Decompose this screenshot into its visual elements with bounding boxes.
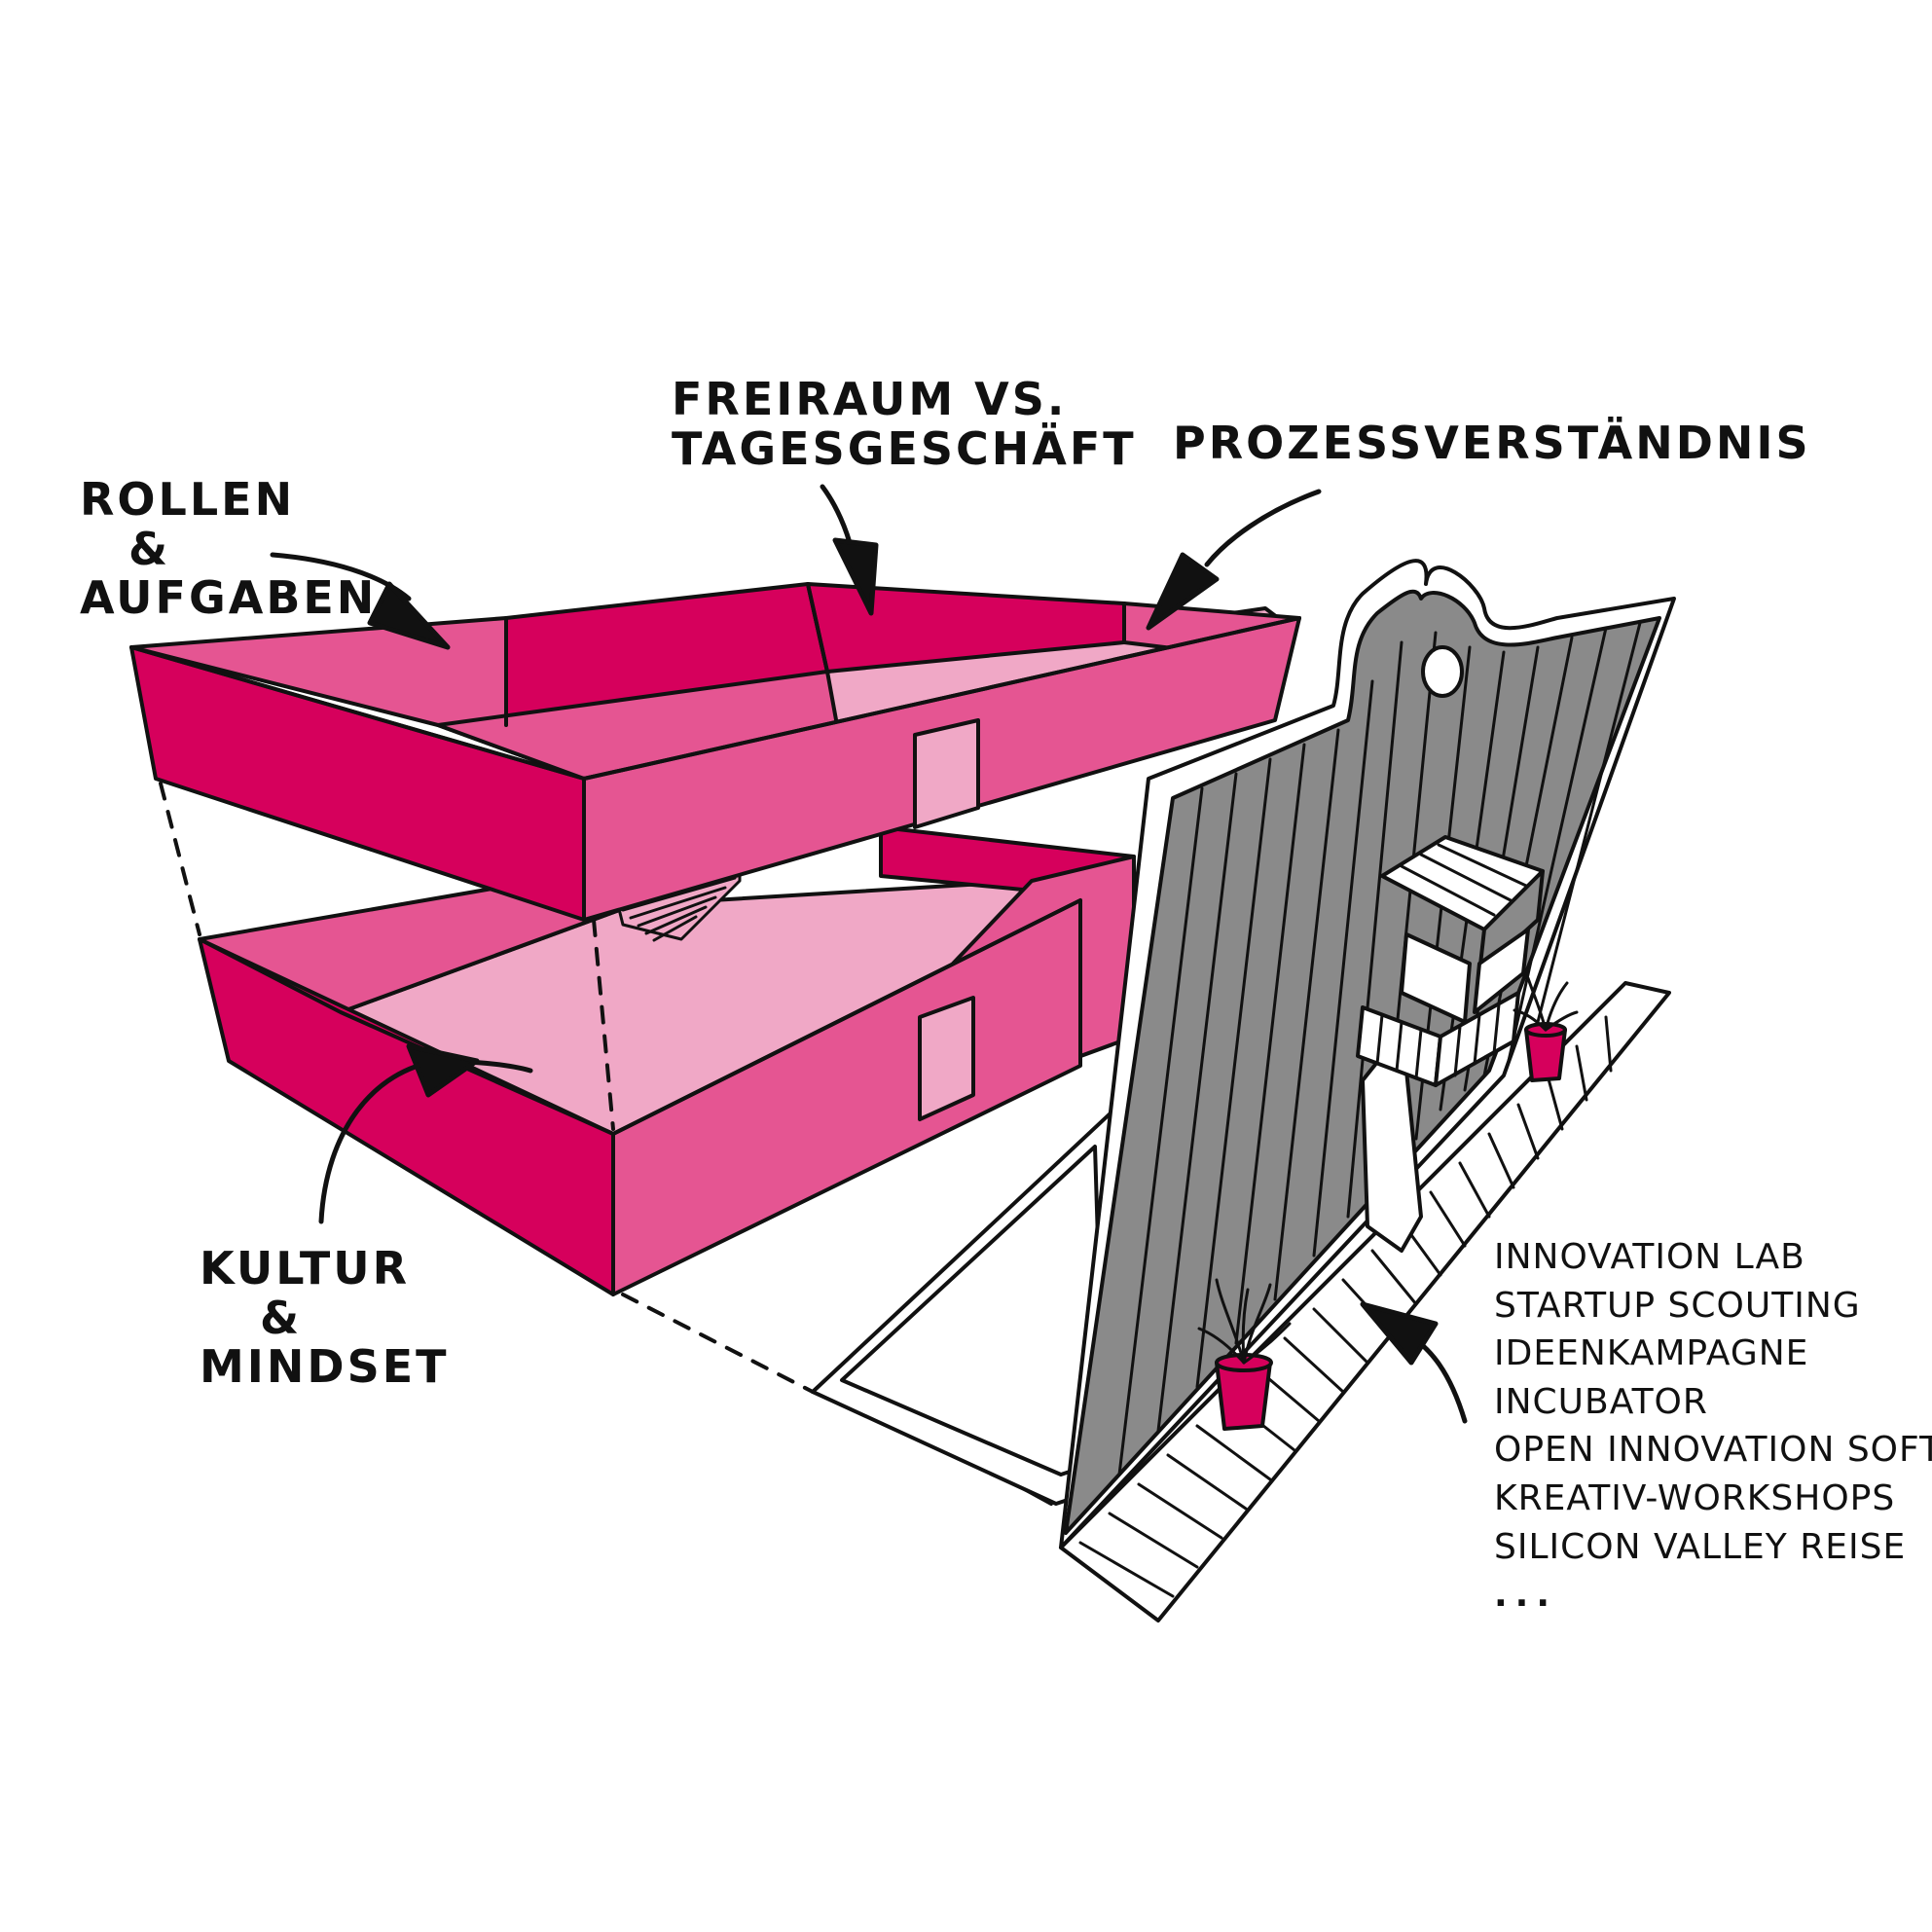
potted-plant-icon bbox=[1197, 1278, 1292, 1431]
list-item: Silicon Valley Reise bbox=[1494, 1526, 1907, 1567]
label-prozessverstaendnis: Prozessverständnis bbox=[1173, 417, 1811, 469]
label-freiraum-line2: Tagesgeschäft bbox=[672, 421, 1137, 475]
list-item: Innovation Lab bbox=[1494, 1237, 1805, 1277]
upper-floor bbox=[129, 582, 1301, 922]
list-item: Kreativ-Workshops bbox=[1494, 1477, 1896, 1518]
label-rollen-aufgaben: Rollen & Aufgaben bbox=[80, 475, 377, 623]
dashed-guides bbox=[159, 782, 815, 1394]
label-kultur-amp: & bbox=[260, 1291, 303, 1344]
label-freiraum-line1: Freiraum vs. bbox=[672, 373, 1068, 425]
label-rollen-amp: & bbox=[128, 522, 171, 575]
list-item-ellipsis: ... bbox=[1494, 1575, 1558, 1616]
label-kultur-mindset: Kultur & Mindset bbox=[200, 1244, 450, 1392]
label-rollen-line1: Rollen bbox=[80, 473, 296, 526]
label-kultur-line1: Kultur bbox=[200, 1242, 411, 1294]
curved-arrow-icon bbox=[820, 484, 879, 616]
curved-arrow-icon bbox=[270, 552, 451, 650]
facade bbox=[811, 559, 1676, 1622]
arrows bbox=[270, 484, 1468, 1424]
round-window-icon bbox=[1421, 645, 1464, 698]
label-kultur-line2: Mindset bbox=[200, 1340, 450, 1394]
list-item: Startup Scouting bbox=[1494, 1285, 1861, 1326]
curved-arrow-icon bbox=[318, 1043, 533, 1224]
lower-door bbox=[918, 996, 975, 1121]
activities-list: Innovation Lab Startup Scouting Ideenkam… bbox=[1494, 1238, 1932, 1624]
curved-arrow-icon bbox=[1146, 489, 1322, 631]
list-item: Ideenkampagne bbox=[1494, 1333, 1809, 1374]
walkway-stripes bbox=[1078, 1015, 1613, 1598]
list-item: Incubator bbox=[1494, 1381, 1708, 1422]
potted-plant-icon bbox=[1513, 976, 1579, 1082]
label-rollen-line2: Aufgaben bbox=[80, 571, 378, 625]
list-item: Open Innovation Software bbox=[1494, 1430, 1932, 1471]
window-unit bbox=[1356, 835, 1545, 1087]
walkway bbox=[1059, 981, 1671, 1622]
upper-door bbox=[913, 718, 980, 829]
curved-arrow-icon bbox=[1360, 1301, 1468, 1424]
label-freiraum: Freiraum vs. Tagesgeschäft bbox=[672, 375, 1137, 473]
